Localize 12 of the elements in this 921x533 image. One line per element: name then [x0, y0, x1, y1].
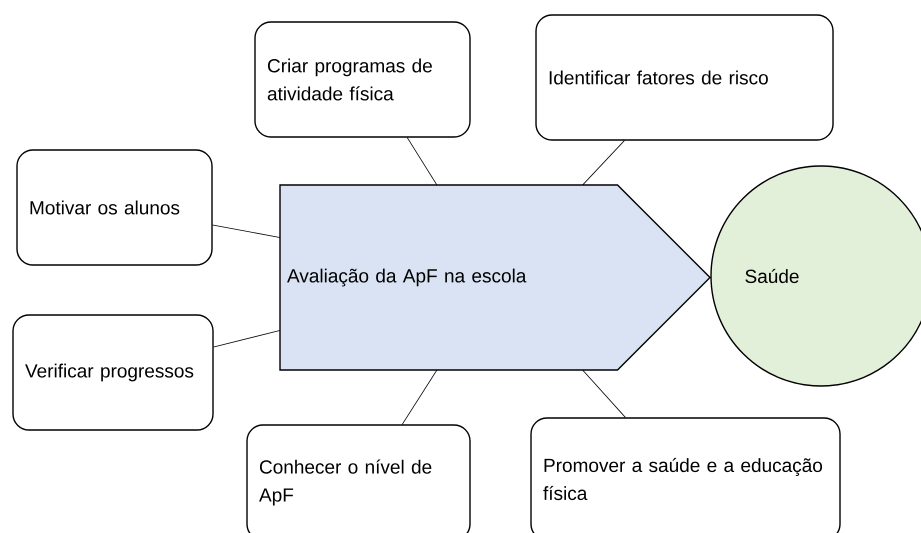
rounded-box: Identificar fatores de risco: [535, 14, 834, 141]
connector-line: [582, 140, 625, 186]
rounded-box: Promover a saúde e a educação física: [530, 417, 841, 533]
connector-line: [212, 224, 280, 238]
rounded-box: Conhecer o nível de ApF: [246, 424, 471, 533]
connector-line: [213, 330, 280, 348]
connector-line: [582, 370, 626, 418]
connector-line: [406, 137, 438, 186]
rounded-box: Motivar os alunos: [16, 149, 213, 266]
rounded-box: Criar programas de atividade física: [254, 21, 471, 138]
rounded-box: Verificar progressos: [12, 314, 214, 431]
connector-line: [402, 370, 438, 425]
